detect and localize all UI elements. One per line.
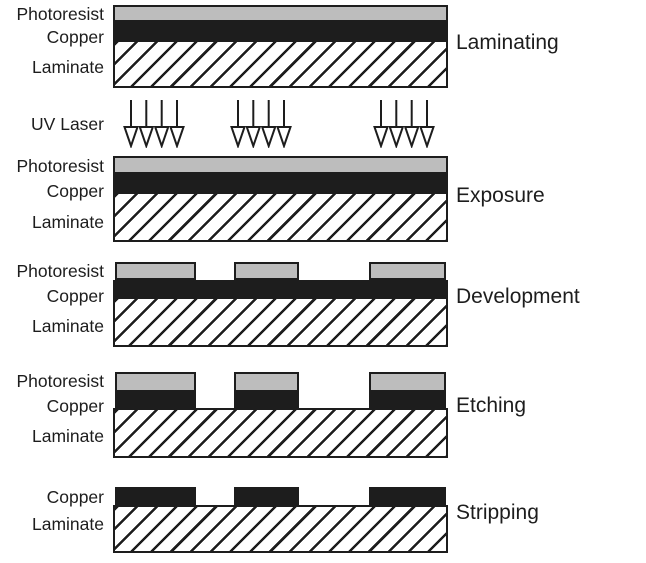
- copper-segment: [369, 487, 446, 505]
- uv-arrow-group-3: [373, 100, 435, 148]
- step-label-laminating: Laminating: [456, 31, 559, 54]
- uv-arrow-group-2: [230, 100, 292, 148]
- step-label-etching: Etching: [456, 394, 527, 417]
- layer-label-laminate: Laminate: [32, 57, 104, 77]
- layer-label-copper: Copper: [46, 487, 104, 507]
- copper-segment: [369, 392, 446, 408]
- copper-segment: [234, 487, 299, 505]
- copper-layer: [113, 22, 448, 40]
- photoresist-segment: [369, 262, 446, 280]
- board-exposure: [113, 156, 448, 242]
- layer-label-laminate: Laminate: [32, 212, 104, 232]
- photoresist-segment: [115, 372, 196, 392]
- step-label-development: Development: [456, 285, 580, 308]
- layer-label-copper: Copper: [46, 286, 104, 306]
- photoresist-layer: [113, 156, 448, 174]
- laminate-layer: [113, 505, 448, 553]
- photoresist-segment: [115, 262, 196, 280]
- layer-label-photoresist: Photoresist: [16, 371, 104, 391]
- layer-label-laminate: Laminate: [32, 514, 104, 534]
- photoresist-segment: [234, 372, 299, 392]
- layer-label-photoresist: Photoresist: [16, 4, 104, 24]
- laminate-layer: [113, 297, 448, 347]
- copper-segment: [234, 392, 299, 408]
- layer-label-copper: Copper: [46, 181, 104, 201]
- step-label-stripping: Stripping: [456, 501, 539, 524]
- photoresist-layer: [113, 5, 448, 22]
- photoresist-segment: [234, 262, 299, 280]
- copper-layer: [113, 280, 448, 297]
- copper-segment: [115, 487, 196, 505]
- photoresist-segment: [369, 372, 446, 392]
- laminate-layer: [113, 40, 448, 88]
- laminate-layer: [113, 192, 448, 242]
- layer-label-copper: Copper: [46, 396, 104, 416]
- layer-label-laminate: Laminate: [32, 426, 104, 446]
- uv-laser-label: UV Laser: [31, 114, 104, 134]
- layer-label-copper: Copper: [46, 27, 104, 47]
- layer-label-photoresist: Photoresist: [16, 156, 104, 176]
- laminate-layer: [113, 408, 448, 458]
- uv-arrow-group-1: [123, 100, 185, 148]
- board-laminating: [113, 5, 448, 88]
- layer-label-photoresist: Photoresist: [16, 261, 104, 281]
- copper-segment: [115, 392, 196, 408]
- board-etching: [113, 372, 448, 458]
- board-development: [113, 262, 448, 347]
- copper-layer: [113, 174, 448, 192]
- layer-label-laminate: Laminate: [32, 316, 104, 336]
- step-label-exposure: Exposure: [456, 184, 545, 207]
- board-stripping: [113, 487, 448, 553]
